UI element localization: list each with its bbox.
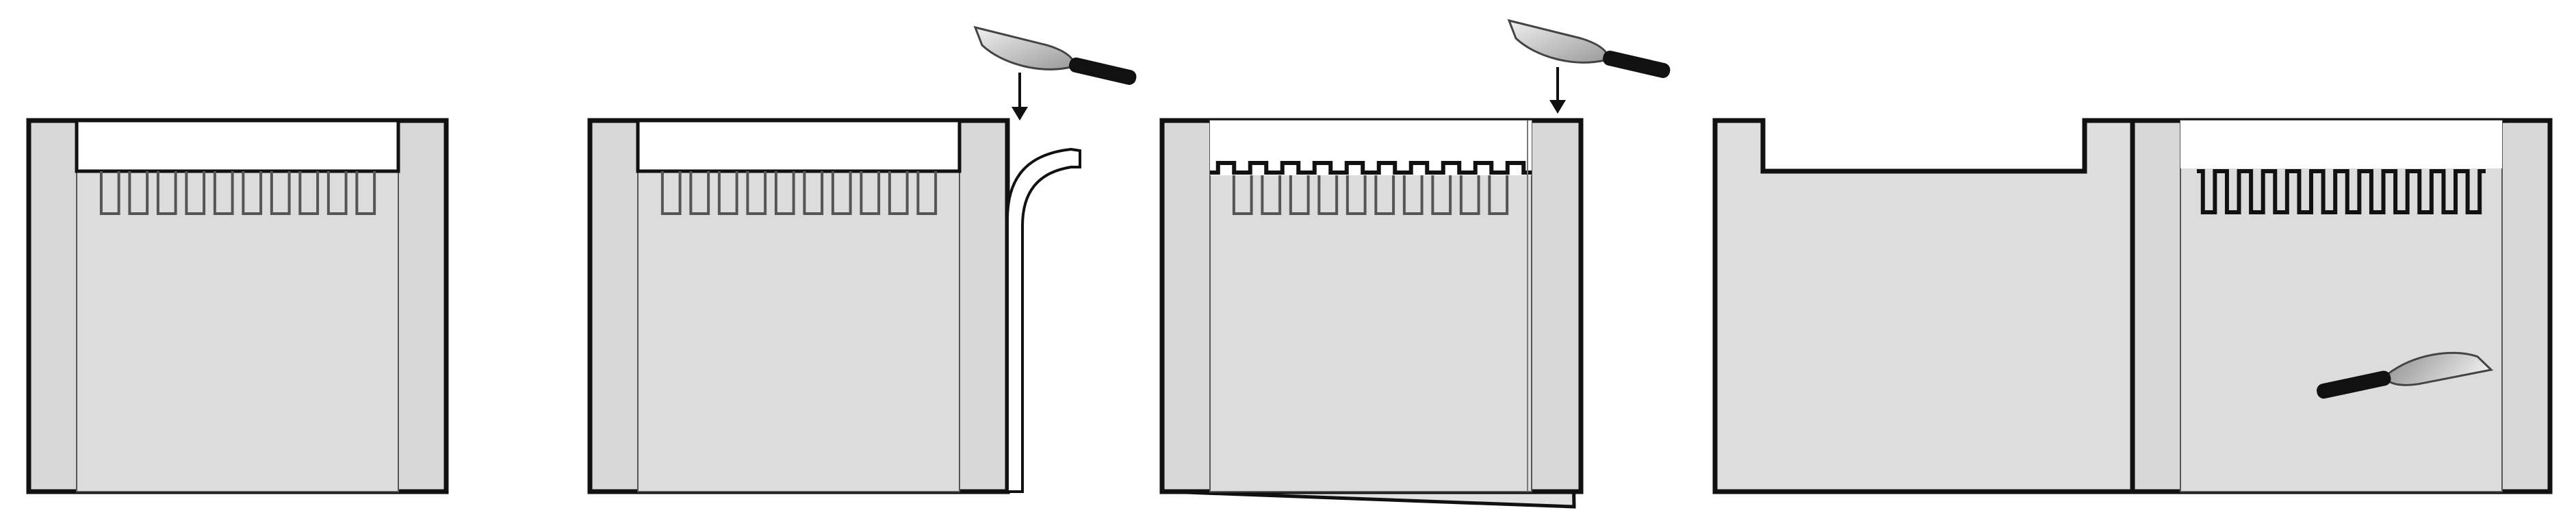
comb-profile [1210,161,1532,175]
comb-tooth [128,171,149,215]
comb-tooth [298,171,320,215]
comb-tooth [746,171,767,215]
comb-teeth [99,171,376,215]
panel-3 [1159,18,1671,509]
comb-teeth [2197,169,2486,214]
comb-tooth [860,171,881,215]
peeled-edge [1006,147,1081,493]
comb-strip [75,118,400,173]
panel-1 [26,118,449,494]
comb-tooth [99,171,120,215]
notched-gel [1712,118,2135,494]
comb-strip [636,118,962,173]
comb-teeth [1232,175,1509,215]
comb-tooth [717,171,738,215]
comb-tooth [1431,175,1452,215]
kitchen-knife-icon [1507,18,1671,78]
down-arrow-icon [1012,73,1028,121]
comb-tooth [213,171,234,215]
comb-tooth [1345,175,1367,215]
comb-tooth [1232,175,1253,215]
comb-tooth [355,171,376,215]
panel-5 [2130,118,2553,494]
comb-profile [2197,169,2486,214]
comb-tooth [185,171,206,215]
comb-tooth [689,171,710,215]
comb-tooth [1488,175,1509,215]
comb-tooth [270,171,291,215]
gel-plate [76,120,399,492]
comb-tooth [774,171,795,215]
kitchen-knife-icon [973,25,1137,85]
comb-tooth [1374,175,1395,215]
comb-tooth [660,171,682,215]
comb-teeth-top [1210,161,1532,175]
comb-strip [2180,121,2502,168]
comb-tooth [242,171,263,215]
comb-tooth [1459,175,1480,215]
gel-plate [2180,120,2503,492]
comb-teeth [660,171,938,215]
gel-plate [637,120,960,492]
comb-strip [1210,121,1532,175]
comb-tooth [1402,175,1424,215]
comb-tooth [326,171,348,215]
comb-tooth [1289,175,1310,215]
comb-tooth [831,171,852,215]
panel-2 [587,25,1137,494]
comb-tooth [916,171,938,215]
gel-plate [1209,120,1532,492]
panel-4 [1712,118,2135,494]
comb-tooth [803,171,824,215]
kitchen-knife-icon [2317,351,2494,399]
comb-tooth [888,171,909,215]
comb-tooth [1317,175,1339,215]
down-arrow-icon [1549,67,1566,114]
comb-tooth [156,171,177,215]
comb-tooth [1261,175,1282,215]
